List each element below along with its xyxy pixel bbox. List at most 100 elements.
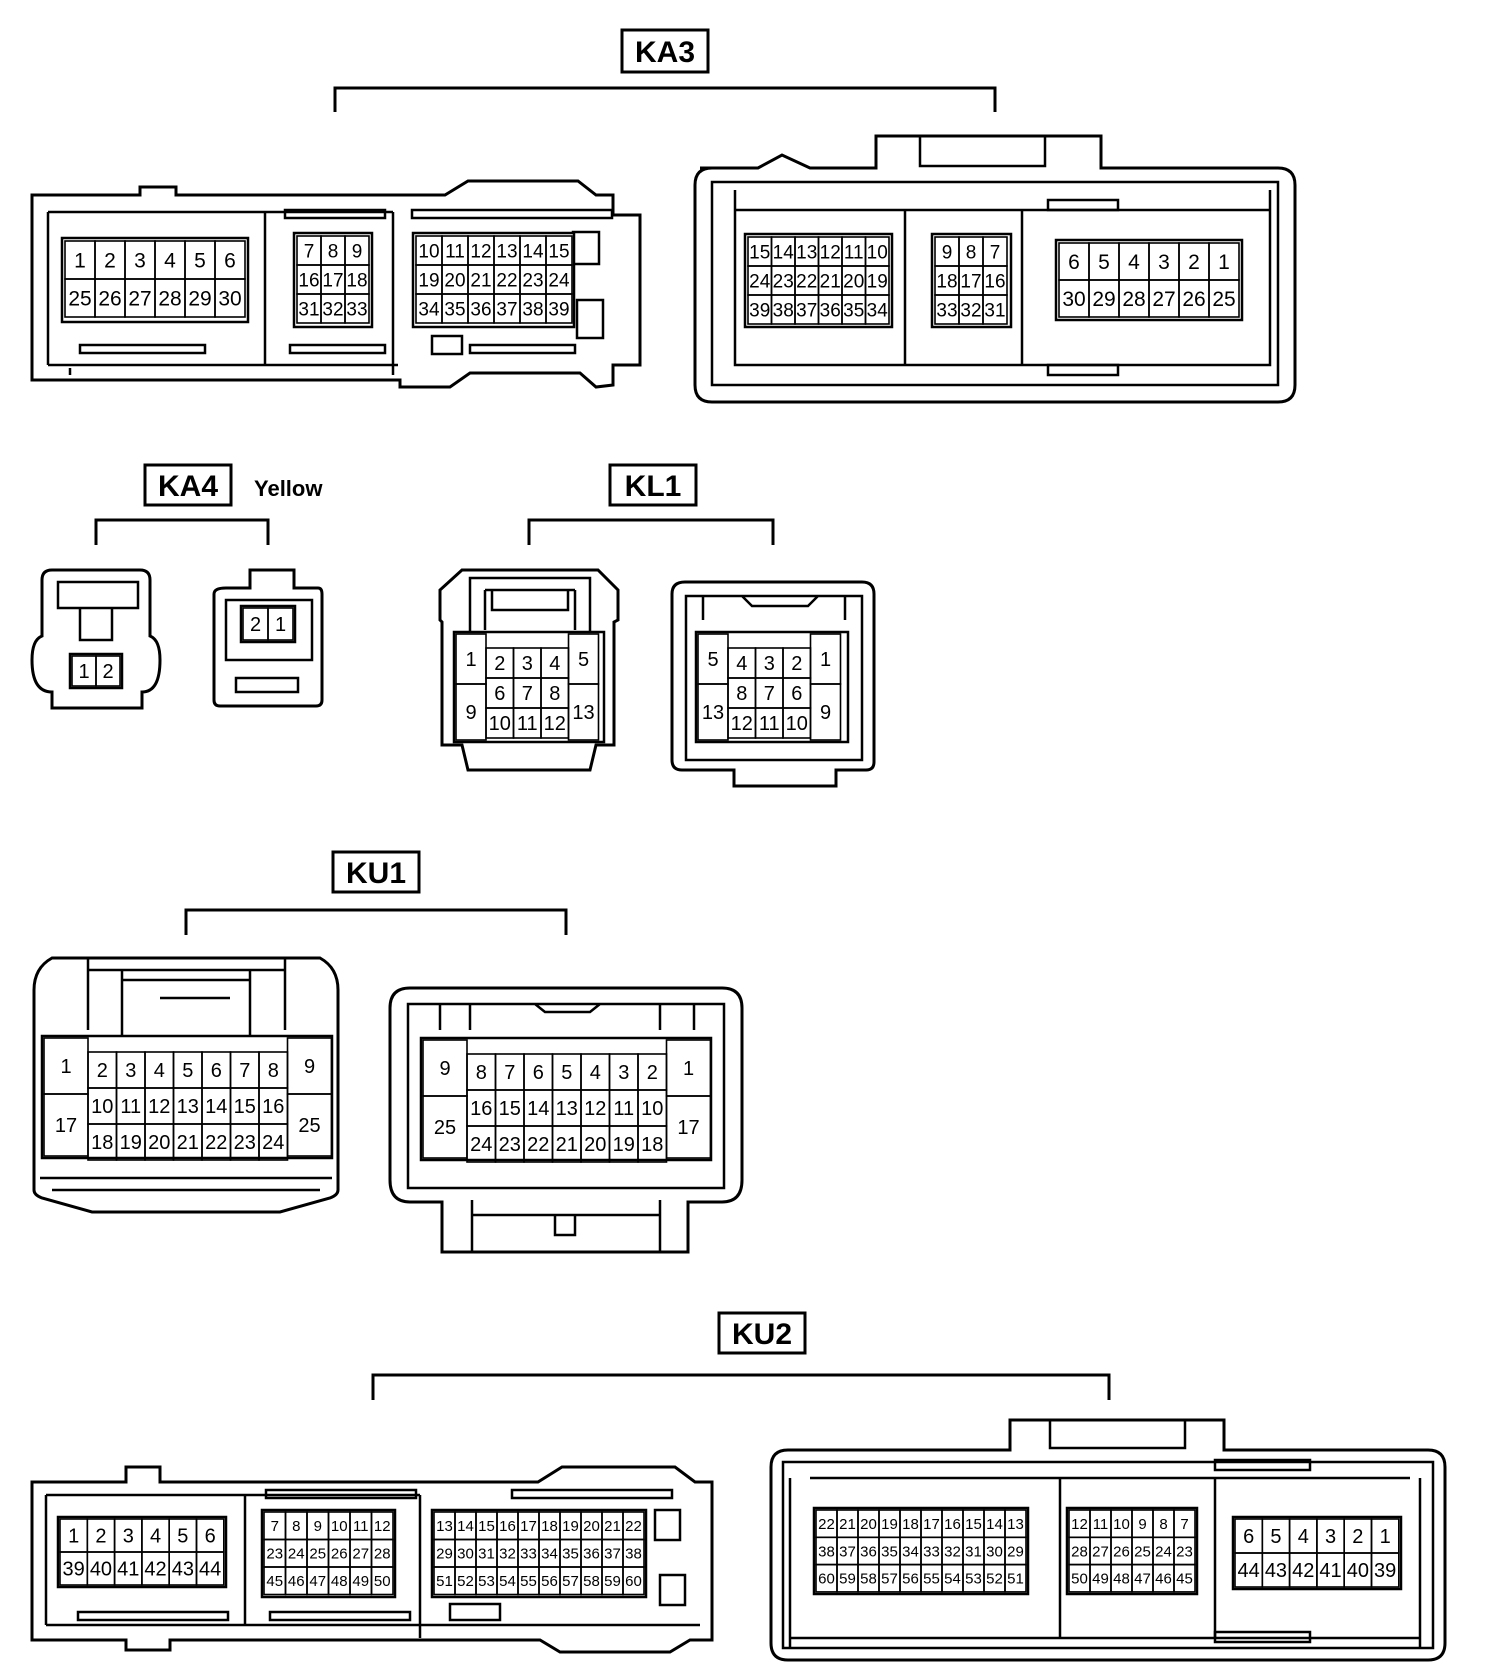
- pin-number: 9: [942, 242, 953, 263]
- pin-number: 15: [749, 242, 770, 263]
- pin-number: 54: [944, 1571, 961, 1588]
- pin-number: 2: [1352, 1526, 1363, 1548]
- pin-number: 34: [418, 299, 440, 320]
- pin-number: 21: [820, 271, 841, 292]
- pin-number: 8: [966, 242, 977, 263]
- pin-number: 35: [843, 300, 864, 321]
- color-note-ka4: Yellow: [254, 476, 323, 501]
- pin-number: 6: [211, 1060, 222, 1082]
- pin-number: 21: [177, 1132, 199, 1154]
- pin-number: 60: [818, 1571, 835, 1588]
- pin-number: 37: [839, 1543, 856, 1560]
- pin-number: 6: [533, 1062, 544, 1084]
- pin-cell: [622, 1566, 645, 1596]
- pin-number: 19: [613, 1134, 635, 1156]
- pin-number: 46: [1155, 1571, 1172, 1588]
- pin-cell: [95, 655, 121, 687]
- pin-number: 30: [457, 1546, 474, 1563]
- pin-cell: [982, 294, 1008, 325]
- pin-number: 3: [1325, 1526, 1336, 1548]
- pin-number: 23: [499, 1134, 521, 1156]
- pin-number: 18: [91, 1132, 113, 1154]
- pin-number: 3: [134, 250, 146, 273]
- pin-number: 33: [520, 1546, 537, 1563]
- pin-number: 9: [304, 1056, 315, 1078]
- pin-number: 5: [182, 1060, 193, 1082]
- pin-block: [930, 232, 1013, 329]
- pin-number: 5: [177, 1526, 188, 1548]
- pin-number: 32: [960, 300, 981, 321]
- pin-number: 32: [322, 299, 343, 320]
- pin-number: 40: [1347, 1560, 1369, 1582]
- pin-number: 8: [549, 683, 560, 705]
- pin-number: 1: [1218, 251, 1230, 274]
- pin-number: 23: [773, 271, 794, 292]
- pin-number: 11: [120, 1096, 141, 1118]
- pin-number: 58: [860, 1571, 877, 1588]
- pin-number: 22: [818, 1516, 835, 1533]
- pin-number: 11: [844, 242, 864, 263]
- pin-number: 20: [583, 1518, 600, 1535]
- pin-cell: [545, 293, 573, 324]
- pin-number: 36: [470, 299, 491, 320]
- pin-number: 49: [352, 1573, 369, 1590]
- pin-number: 12: [470, 241, 491, 262]
- pin-number: 10: [331, 1518, 348, 1535]
- pin-number: 24: [470, 1134, 492, 1156]
- pin-number: 5: [561, 1062, 572, 1084]
- pin-number: 10: [489, 713, 511, 735]
- pin-number: 34: [867, 300, 889, 321]
- pin-number: 12: [1071, 1516, 1088, 1533]
- pin-number: 58: [583, 1573, 600, 1590]
- pin-number: 4: [1298, 1526, 1309, 1548]
- pin-number: 11: [517, 713, 538, 735]
- pin-number: 21: [556, 1134, 578, 1156]
- pin-number: 20: [444, 270, 465, 291]
- pin-number: 16: [984, 271, 1005, 292]
- pin-number: 57: [881, 1571, 898, 1588]
- pin-number: 31: [298, 299, 319, 320]
- pin-number: 3: [123, 1526, 134, 1548]
- pin-number: 13: [1007, 1516, 1024, 1533]
- pin-number: 48: [331, 1573, 348, 1590]
- pin-number: 3: [618, 1062, 629, 1084]
- pin-number: 46: [288, 1573, 305, 1590]
- pin-number: 16: [499, 1518, 516, 1535]
- pin-number: 15: [234, 1096, 256, 1118]
- pin-number: 7: [271, 1518, 279, 1535]
- pin-number: 17: [677, 1117, 699, 1139]
- pin-cell: [1370, 1552, 1400, 1588]
- pin-number: 8: [292, 1518, 300, 1535]
- pin-number: 11: [759, 713, 780, 735]
- pin-number: 10: [786, 713, 808, 735]
- pin-number: 39: [1374, 1560, 1396, 1582]
- pin-number: 7: [522, 683, 533, 705]
- pin-number: 15: [548, 241, 569, 262]
- pin-number: 19: [418, 270, 439, 291]
- pin-number: 15: [965, 1516, 982, 1533]
- pin-number: 1: [465, 649, 476, 671]
- pin-number: 37: [796, 300, 817, 321]
- pin-number: 32: [499, 1546, 516, 1563]
- pin-number: 23: [234, 1132, 256, 1154]
- pin-number: 28: [158, 288, 181, 311]
- pin-number: 37: [604, 1546, 621, 1563]
- pin-number: 38: [522, 299, 543, 320]
- pin-number: 2: [494, 653, 505, 675]
- pin-number: 7: [1180, 1516, 1188, 1533]
- pin-number: 4: [590, 1062, 601, 1084]
- pin-number: 6: [791, 683, 802, 705]
- pin-cell: [267, 607, 294, 641]
- pin-number: 21: [470, 270, 491, 291]
